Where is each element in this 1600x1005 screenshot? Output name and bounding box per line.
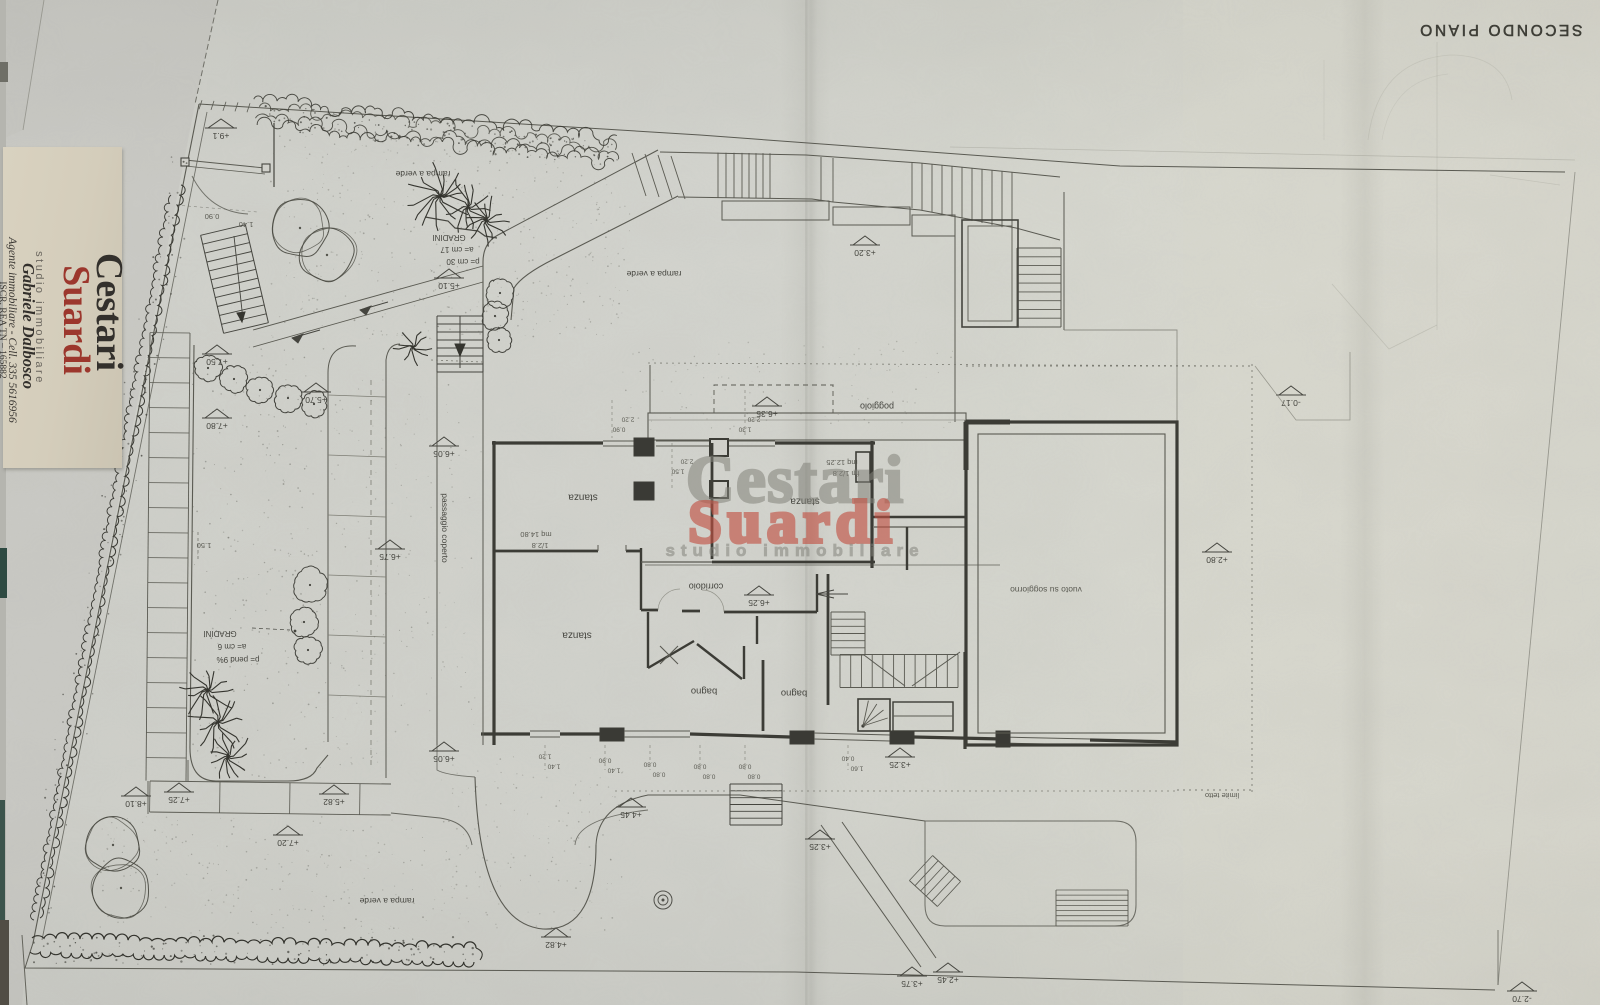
svg-text:Cestari: Cestari xyxy=(686,441,904,517)
svg-text:-2.70: -2.70 xyxy=(1512,994,1532,1004)
svg-text:1.50: 1.50 xyxy=(197,541,212,550)
svg-text:1.60: 1.60 xyxy=(850,764,863,771)
svg-text:bagno: bagno xyxy=(691,685,717,696)
svg-text:a= cm 6: a= cm 6 xyxy=(217,642,246,651)
svg-text:+6.75: +6.75 xyxy=(379,552,401,562)
svg-text:1/2.8: 1/2.8 xyxy=(532,541,549,550)
svg-text:mq 12.25: mq 12.25 xyxy=(826,458,857,467)
svg-text:stanza: stanza xyxy=(568,491,598,502)
svg-text:+6.05: +6.05 xyxy=(433,449,455,459)
svg-text:-0.17: -0.17 xyxy=(1281,398,1301,408)
svg-text:corridoio: corridoio xyxy=(689,582,724,592)
svg-text:+2.80: +2.80 xyxy=(1206,555,1228,565)
svg-text:SECONDO PIANO: SECONDO PIANO xyxy=(1418,21,1583,38)
svg-text:1.20: 1.20 xyxy=(538,752,551,759)
svg-text:poggiolo: poggiolo xyxy=(860,402,894,412)
svg-text:vuoto su soggiorno: vuoto su soggiorno xyxy=(1010,585,1082,595)
svg-text:+4.45: +4.45 xyxy=(620,810,642,820)
svg-text:a= cm 17: a= cm 17 xyxy=(440,245,474,254)
svg-text:limite tetto: limite tetto xyxy=(1205,791,1239,800)
svg-text:2.20: 2.20 xyxy=(680,457,693,464)
svg-text:1.40: 1.40 xyxy=(547,762,560,769)
svg-text:rampa a verde: rampa a verde xyxy=(626,269,681,279)
svg-text:+8.10: +8.10 xyxy=(125,799,147,809)
svg-text:+7.20: +7.20 xyxy=(277,838,299,848)
svg-text:studio immobiliare: studio immobiliare xyxy=(33,251,45,385)
svg-text:+5.10: +5.10 xyxy=(438,281,460,291)
svg-text:2.20: 2.20 xyxy=(747,415,760,422)
svg-text:+6.25: +6.25 xyxy=(748,598,770,608)
svg-text:Suardi: Suardi xyxy=(55,265,97,375)
svg-text:+5.82: +5.82 xyxy=(323,797,345,807)
svg-text:0.80: 0.80 xyxy=(652,770,665,777)
svg-text:1.40: 1.40 xyxy=(239,220,254,229)
svg-text:bagno: bagno xyxy=(781,687,807,698)
svg-text:1.40: 1.40 xyxy=(607,766,620,773)
svg-text:+9.1: +9.1 xyxy=(212,131,229,141)
svg-text:stanza: stanza xyxy=(790,495,820,506)
svg-text:+3.20: +3.20 xyxy=(854,248,876,258)
svg-text:+3.25: +3.25 xyxy=(809,842,831,852)
svg-text:studio immobiliare: studio immobiliare xyxy=(665,541,924,560)
svg-text:0.90: 0.90 xyxy=(612,425,625,432)
svg-text:+5.70: +5.70 xyxy=(305,395,327,405)
svg-text:Cestari: Cestari xyxy=(88,253,130,371)
svg-text:+2.45: +2.45 xyxy=(937,975,959,985)
svg-text:+7.50: +7.50 xyxy=(206,357,228,367)
svg-text:1.50: 1.50 xyxy=(671,467,684,474)
svg-text:Agente immobiliare - Cell. 335: Agente immobiliare - Cell. 335 5616956 xyxy=(6,236,18,423)
svg-text:+6.05: +6.05 xyxy=(433,754,455,764)
svg-text:passaggio coperto: passaggio coperto xyxy=(440,493,450,563)
svg-text:+4.82: +4.82 xyxy=(545,940,567,950)
svg-text:p= pend 9%: p= pend 9% xyxy=(217,655,260,664)
svg-text:GRADINI: GRADINI xyxy=(203,629,236,638)
svg-text:+3.75: +3.75 xyxy=(901,979,923,989)
svg-text:stanza: stanza xyxy=(562,629,592,640)
svg-text:GRADINI: GRADINI xyxy=(432,233,465,242)
svg-text:+6.35: +6.35 xyxy=(756,409,778,419)
svg-text:+7.80: +7.80 xyxy=(206,421,228,431)
svg-text:+7.25: +7.25 xyxy=(168,795,190,805)
svg-text:mq 14.80: mq 14.80 xyxy=(520,530,551,539)
svg-text:Gabriele Dalbosco: Gabriele Dalbosco xyxy=(19,263,38,389)
svg-text:0.90: 0.90 xyxy=(205,212,220,221)
svg-text:ISCR. REA TN – 165882: ISCR. REA TN – 165882 xyxy=(0,281,7,378)
svg-text:0.80: 0.80 xyxy=(747,772,760,779)
svg-text:+3.25: +3.25 xyxy=(889,760,911,770)
svg-text:2.20: 2.20 xyxy=(621,415,634,422)
svg-text:Suardi: Suardi xyxy=(688,489,897,555)
svg-text:rampa a verde: rampa a verde xyxy=(395,169,450,179)
svg-text:0.80: 0.80 xyxy=(702,772,715,779)
svg-text:p= cm 30: p= cm 30 xyxy=(446,257,480,266)
svg-text:fin 1/2.8: fin 1/2.8 xyxy=(833,469,860,478)
svg-text:rampa a verde: rampa a verde xyxy=(359,896,414,906)
